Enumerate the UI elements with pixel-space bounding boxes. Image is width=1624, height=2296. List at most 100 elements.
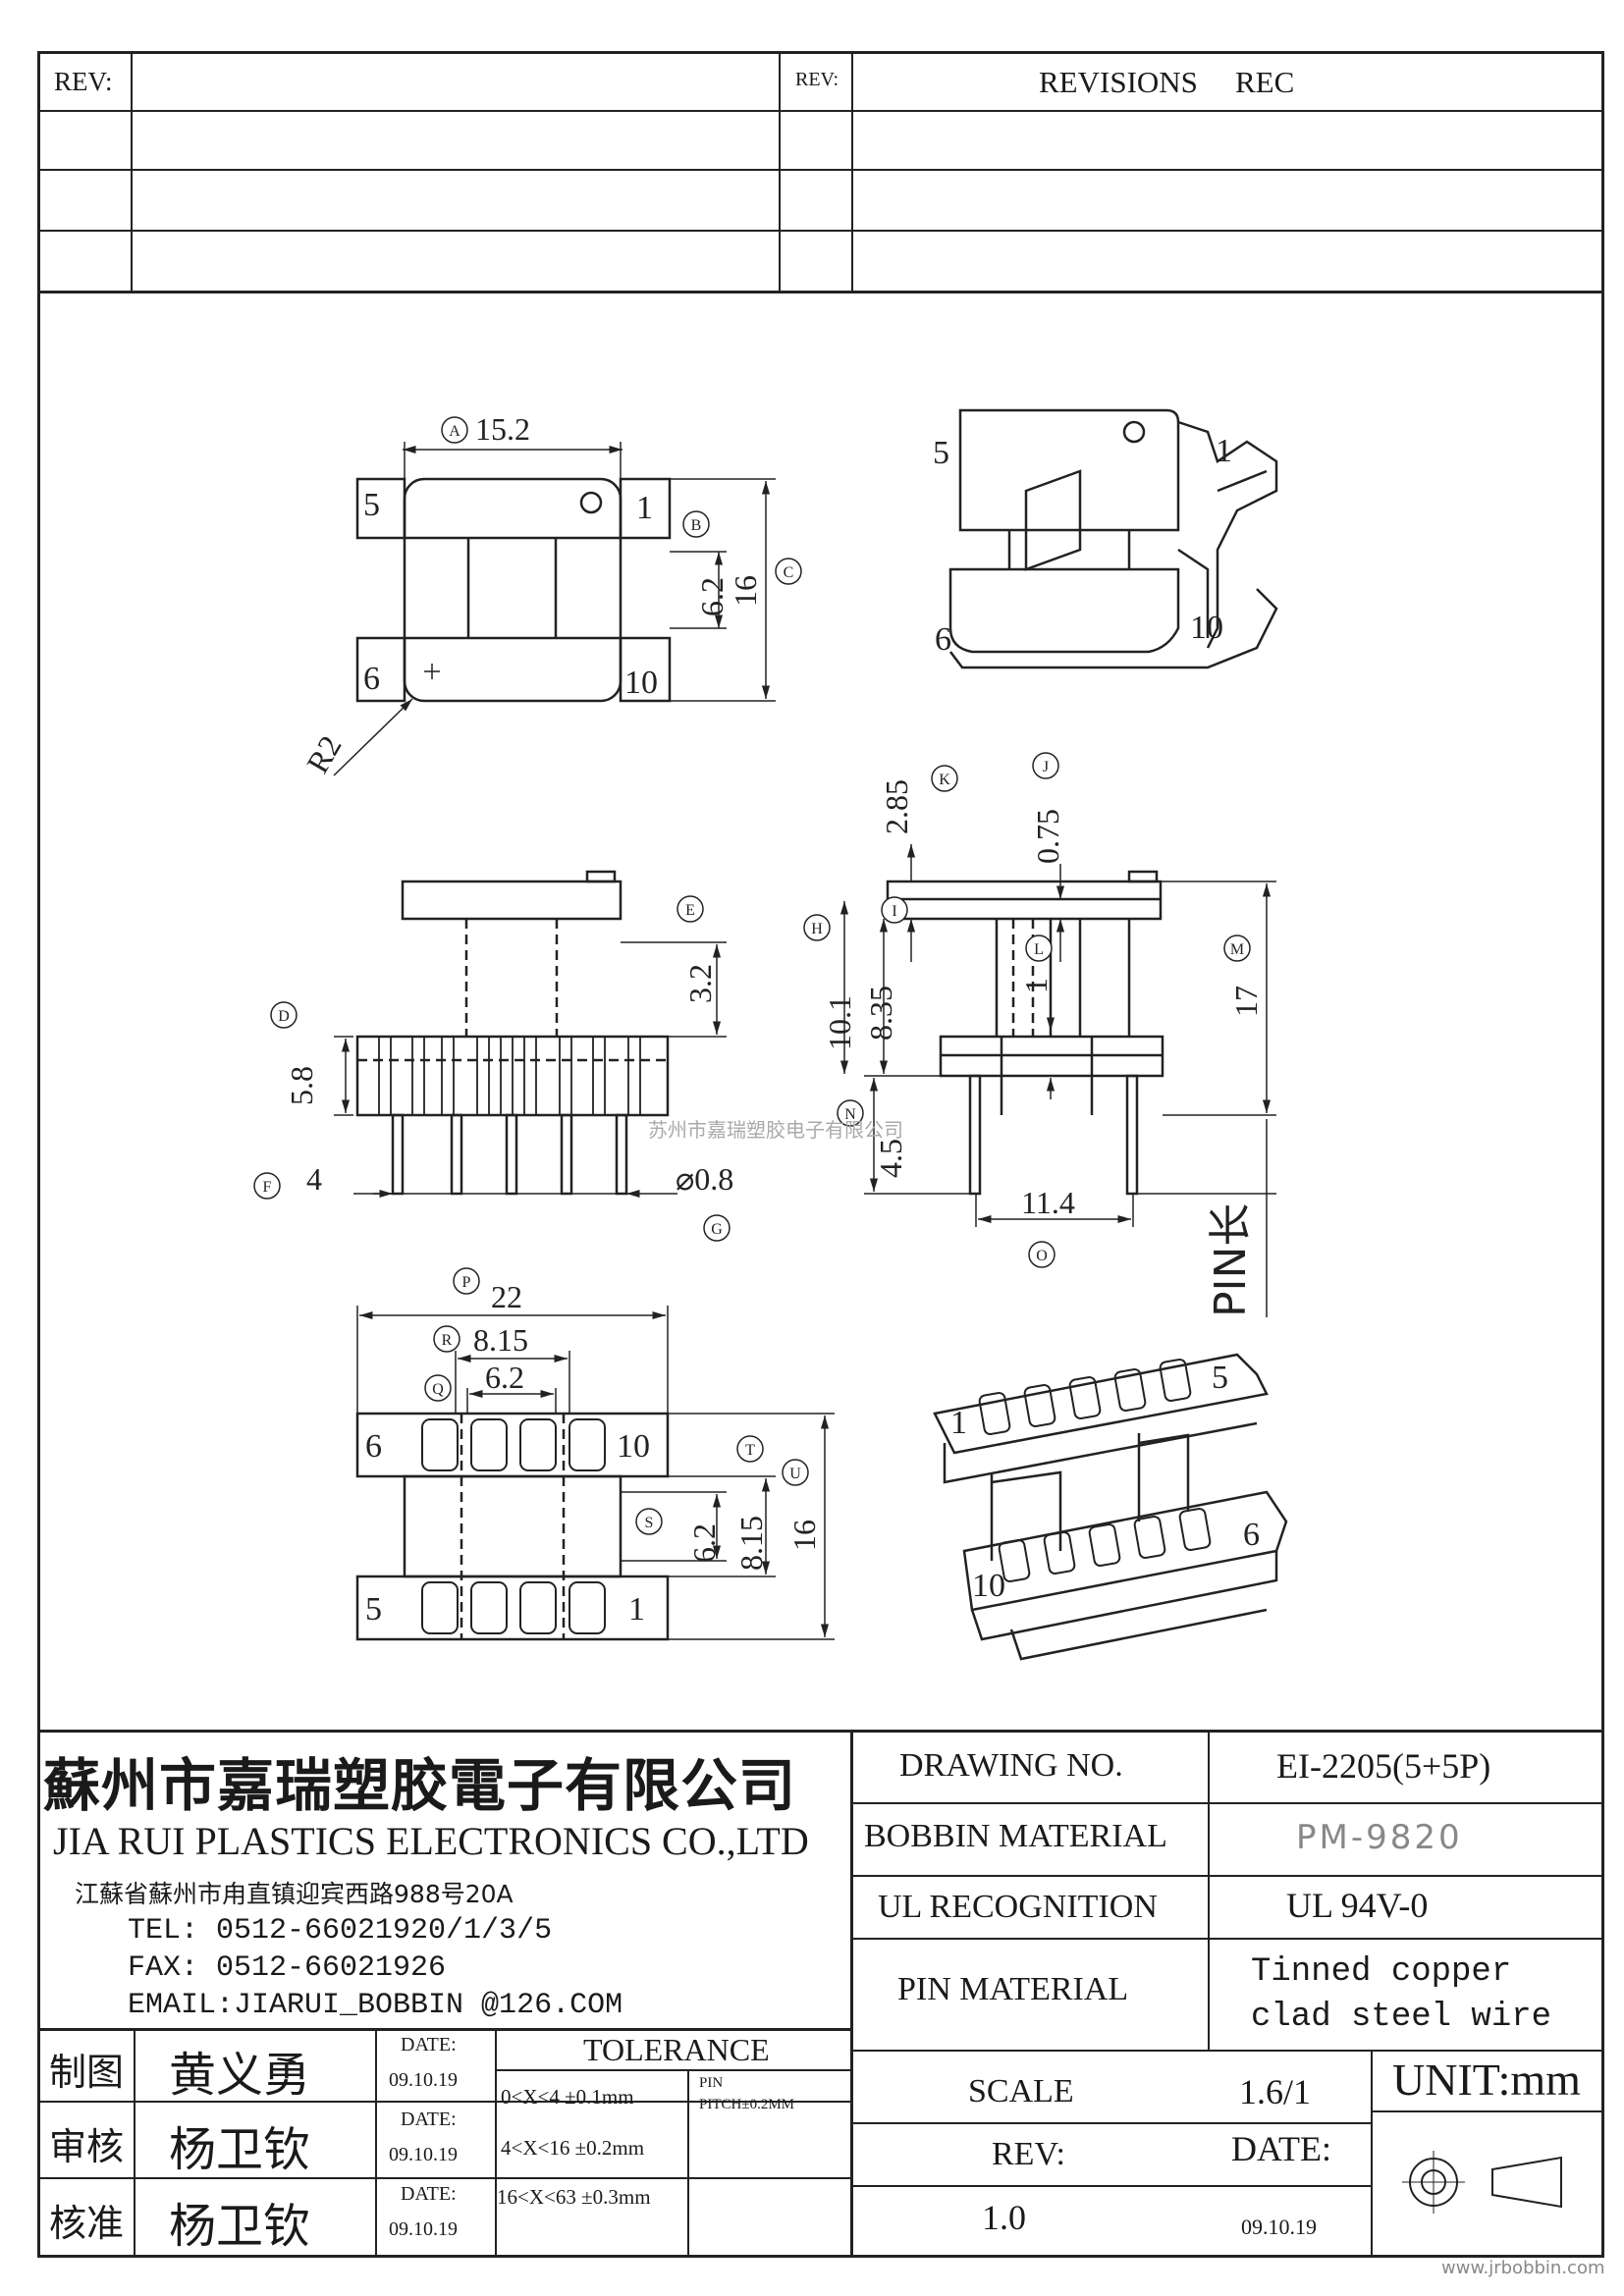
pin-label-6: 6: [363, 661, 380, 697]
dim-C: 16: [728, 575, 763, 607]
scale-value: 1.6/1: [1239, 2072, 1312, 2111]
projection-symbol: [1402, 2151, 1562, 2214]
dim-P: 22: [491, 1279, 522, 1314]
name-approve: 杨卫钦: [169, 2199, 311, 2254]
circle-letter-A: A: [449, 423, 460, 440]
iso2-pin-label-1: 1: [950, 1405, 967, 1441]
rev-label: REV:: [992, 2136, 1065, 2172]
pin-material-value-1: Tinned copper: [1251, 1953, 1512, 1991]
dim-Q: 6.2: [485, 1360, 524, 1395]
role-approve: 核准: [49, 2202, 125, 2245]
dim-N: 4.5: [873, 1139, 908, 1178]
dim-R2: 8.15: [473, 1322, 528, 1358]
unit-label: UNIT:mm: [1392, 2055, 1581, 2105]
circle-letter-F: F: [263, 1179, 272, 1196]
circle-letter-P: P: [462, 1274, 471, 1291]
bottom-pin-label-10: 10: [617, 1428, 650, 1465]
iso-pin-label-6: 6: [935, 621, 951, 658]
tolerance-row-2: 4<X<16 ±0.2mm: [501, 2136, 645, 2160]
circle-letter-Q: Q: [432, 1381, 444, 1398]
company-fax: FAX: 0512-66021926: [128, 1951, 447, 1985]
date-label-draw: DATE:: [401, 2034, 457, 2056]
circle-letter-R: R: [442, 1332, 453, 1349]
date-label-approve: DATE:: [401, 2183, 457, 2205]
dim-S: 6.2: [686, 1523, 722, 1563]
bottom-pin-label-1: 1: [628, 1591, 645, 1628]
dim-R: R2: [299, 729, 349, 778]
dim-E: 3.2: [682, 964, 718, 1003]
dim-F: 4: [306, 1161, 322, 1197]
ul-recognition-value: UL 94V-0: [1286, 1886, 1429, 1925]
role-draw: 制图: [49, 2051, 125, 2094]
iso-view-bottom: [933, 1353, 1288, 1661]
revisions-header: REVISIONS: [1039, 65, 1198, 99]
pin-material-value-2: clad steel wire: [1251, 1999, 1552, 2036]
dim-O: 11.4: [1021, 1185, 1075, 1220]
dim-B: 6.2: [694, 577, 730, 616]
tolerance-row-3: 16<X<63 ±0.3mm: [497, 2185, 651, 2209]
name-review: 杨卫钦: [169, 2122, 311, 2177]
date-label-review: DATE:: [401, 2109, 457, 2130]
dim-I: 8.35: [863, 986, 898, 1041]
date-label: DATE:: [1231, 2129, 1331, 2168]
dim-A: 15.2: [475, 411, 530, 447]
iso-view-top: [948, 408, 1278, 669]
circle-letter-O: O: [1036, 1248, 1048, 1264]
date-review: 09.10.19: [389, 2144, 458, 2165]
company-email: EMAIL:JIARUI_BOBBIN @126.COM: [128, 1989, 623, 2022]
iso2-pin-label-6: 6: [1243, 1517, 1260, 1553]
circle-letter-H: H: [811, 921, 823, 937]
circle-letter-L: L: [1034, 941, 1044, 958]
dim-M: 17: [1228, 986, 1264, 1017]
front-view: [334, 870, 727, 1199]
date-approve: 09.10.19: [389, 2218, 458, 2240]
dim-U: 16: [786, 1520, 822, 1551]
bobbin-material-value: PM-9820: [1296, 1818, 1463, 1857]
bobbin-material-label: BOBBIN MATERIAL: [864, 1818, 1167, 1854]
drawing-frame: [37, 51, 1604, 2258]
dim-D: 5.8: [284, 1066, 319, 1105]
drawing-no-label: DRAWING NO.: [899, 1747, 1123, 1784]
iso2-pin-label-10: 10: [972, 1568, 1005, 1604]
circle-letter-G: G: [711, 1221, 723, 1238]
circle-letter-C: C: [784, 564, 794, 581]
circle-letter-K: K: [939, 772, 950, 788]
rec-header: REC: [1235, 65, 1295, 99]
circle-letter-U: U: [789, 1466, 801, 1482]
footer-url[interactable]: www.jrbobbin.com: [1441, 2258, 1605, 2278]
watermark-text: 苏州市嘉瑞塑胶电子有限公司: [648, 1118, 903, 1142]
rev-value: 1.0: [982, 2198, 1026, 2237]
company-tel: TEL: 0512-66021920/1/3/5: [128, 1914, 553, 1948]
drawing-no-value: EI-2205(5+5P): [1276, 1746, 1491, 1786]
dim-H: 10.1: [822, 995, 857, 1050]
tolerance-pin-pitch: PITCH±0.2MM: [699, 2097, 794, 2112]
date-value: 09.10.19: [1241, 2215, 1317, 2239]
dim-J: 0.75: [1030, 809, 1065, 864]
dim-L: 1: [1018, 978, 1054, 993]
pin-label-10: 10: [624, 665, 658, 701]
iso-pin-label-10: 10: [1190, 610, 1223, 646]
dim-T: 8.15: [733, 1516, 769, 1571]
dim-K: 2.85: [879, 779, 914, 834]
circle-letter-D: D: [278, 1008, 290, 1025]
dim-G: ⌀0.8: [676, 1161, 733, 1197]
circle-letter-N: N: [844, 1106, 856, 1123]
technical-drawing: A B C D E F G H I J K L M N O P Q R S T …: [253, 408, 1288, 1661]
tolerance-header: TOLERANCE: [583, 2032, 770, 2067]
circle-letter-S: S: [645, 1515, 654, 1531]
role-review: 审核: [49, 2125, 125, 2168]
company-name-en: JIA RUI PLASTICS ELECTRONICS CO.,LTD: [53, 1819, 809, 1863]
side-view: [839, 844, 1276, 1317]
circle-letter-J: J: [1043, 759, 1049, 775]
bottom-view: [355, 1306, 835, 1641]
bottom-pin-label-5: 5: [365, 1591, 382, 1628]
circle-letter-M: M: [1230, 941, 1244, 958]
pin-label-5: 5: [363, 487, 380, 523]
tolerance-pin-label: PIN: [699, 2075, 724, 2091]
circle-letter-I: I: [892, 903, 896, 920]
company-address: 江蘇省蘇州市甪直镇迎宾西路988号20A: [75, 1880, 514, 1908]
bottom-pin-label-6: 6: [365, 1428, 382, 1465]
company-name-cn: 蘇州市嘉瑞塑胶電子有限公司: [43, 1752, 797, 1819]
circle-letter-B: B: [691, 517, 702, 534]
iso-pin-label-1: 1: [1216, 433, 1232, 469]
